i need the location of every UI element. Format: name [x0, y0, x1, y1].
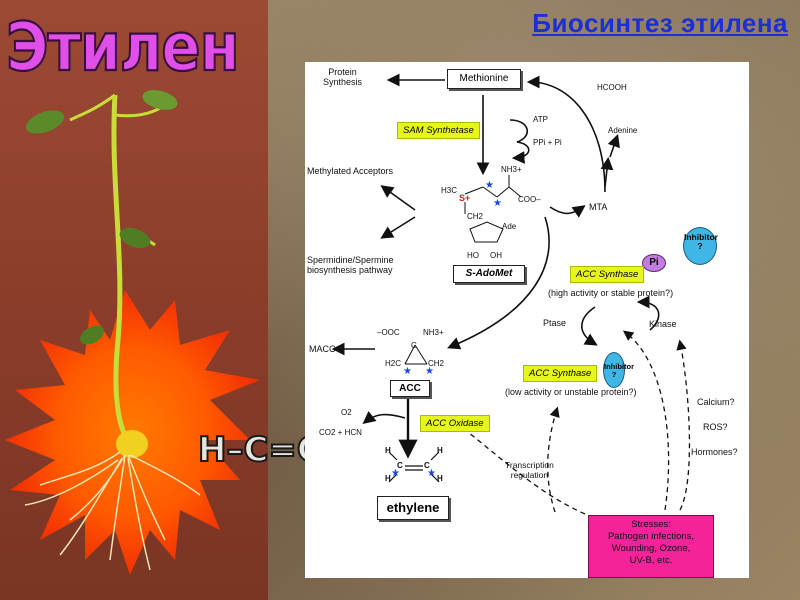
s-adomet-box: S-AdoMet: [453, 265, 525, 283]
acc-h2c: H2C: [385, 359, 402, 368]
inhibitor-top-oval: Inhibitor ?: [683, 227, 718, 265]
o2-label: O2: [341, 408, 352, 417]
ethylene-pathway-diagram: Protein Synthesis Methionine SAM Synthet…: [305, 62, 749, 578]
eth-c2: C: [424, 461, 430, 470]
methylated-acceptors-label: Methylated Acceptors: [307, 166, 394, 176]
eth-h3: H: [437, 446, 443, 455]
methionine-box: Methionine: [447, 69, 521, 89]
acc-synthase-low-label: ACC Synthase: [523, 365, 598, 382]
word-art-title: Этилен: [5, 7, 241, 87]
sam-h3c: H3C: [441, 186, 458, 195]
macc-label: MACC: [309, 344, 336, 354]
ppi-pi-label: PPi + Pi: [533, 138, 562, 147]
sam-ade: Ade: [502, 222, 517, 231]
acc-oxidase-label: ACC Oxidase: [420, 415, 490, 432]
acc-nh3: NH3+: [423, 328, 444, 337]
hormones-label: Hormones?: [691, 447, 738, 457]
seedling-photo: [0, 0, 268, 600]
acc-ch2: CH2: [428, 359, 445, 368]
spermidine-pathway-label: Spermidine/Spermine biosynthesis pathway: [307, 255, 394, 276]
eth-h2: H: [385, 474, 391, 483]
sam-sulfonium: S+: [459, 193, 471, 203]
pi-badge: Pi: [642, 254, 666, 272]
hcooh-label: HCOOH: [597, 83, 627, 92]
slide-title: Биосинтез этилена: [532, 8, 788, 38]
sam-nh3: NH3+: [501, 165, 522, 174]
low-activity-label: (low activity or unstable protein?): [505, 387, 637, 397]
ros-label: ROS?: [703, 422, 728, 432]
label-mark-star: ★: [493, 198, 502, 209]
eth-h4: H: [437, 474, 443, 483]
atp-label: ATP: [533, 115, 548, 124]
inhibitor-mid-oval: Inhibitor ?: [603, 352, 634, 388]
sam-coo: COO–: [518, 195, 541, 204]
label-mark-star: ★: [485, 180, 494, 191]
adenine-label: Adenine: [608, 126, 638, 135]
label-mark-star: ★: [403, 366, 412, 377]
co2-hcn-label: CO2 + HCN: [319, 428, 362, 437]
sam-oh: OH: [490, 251, 502, 260]
acc-c: C: [411, 341, 417, 350]
sam-ch2: CH2: [467, 212, 484, 221]
acc-synthase-high-label: ACC Synthase: [570, 266, 645, 283]
eth-c1: C: [397, 461, 403, 470]
high-activity-label: (high activity or stable protein?): [548, 288, 674, 298]
label-mark-star: ★: [391, 468, 400, 479]
ptase-label: Ptase: [543, 318, 567, 328]
kinase-label: Kinase: [649, 319, 677, 329]
protein-synthesis-label: Protein Synthesis: [323, 67, 363, 88]
acc-ooc: –OOC: [377, 328, 400, 337]
acc-box: ACC: [390, 380, 430, 397]
calcium-label: Calcium?: [697, 397, 735, 407]
seedling-illustration: [5, 90, 260, 575]
label-mark-star: ★: [427, 468, 436, 479]
mta-label: MTA: [589, 202, 608, 212]
label-mark-star: ★: [425, 366, 434, 377]
transcription-regulation-label: Transcription regulation: [505, 460, 554, 480]
sam-synthetase-label: SAM Synthetase: [397, 122, 480, 139]
ethylene-box: ethylene: [377, 496, 449, 520]
eth-h1: H: [385, 446, 391, 455]
sam-ho: HO: [467, 251, 479, 260]
stresses-box: Stresses: Pathogen infections, Wounding,…: [588, 515, 714, 578]
pathway-arrows: [331, 73, 691, 515]
